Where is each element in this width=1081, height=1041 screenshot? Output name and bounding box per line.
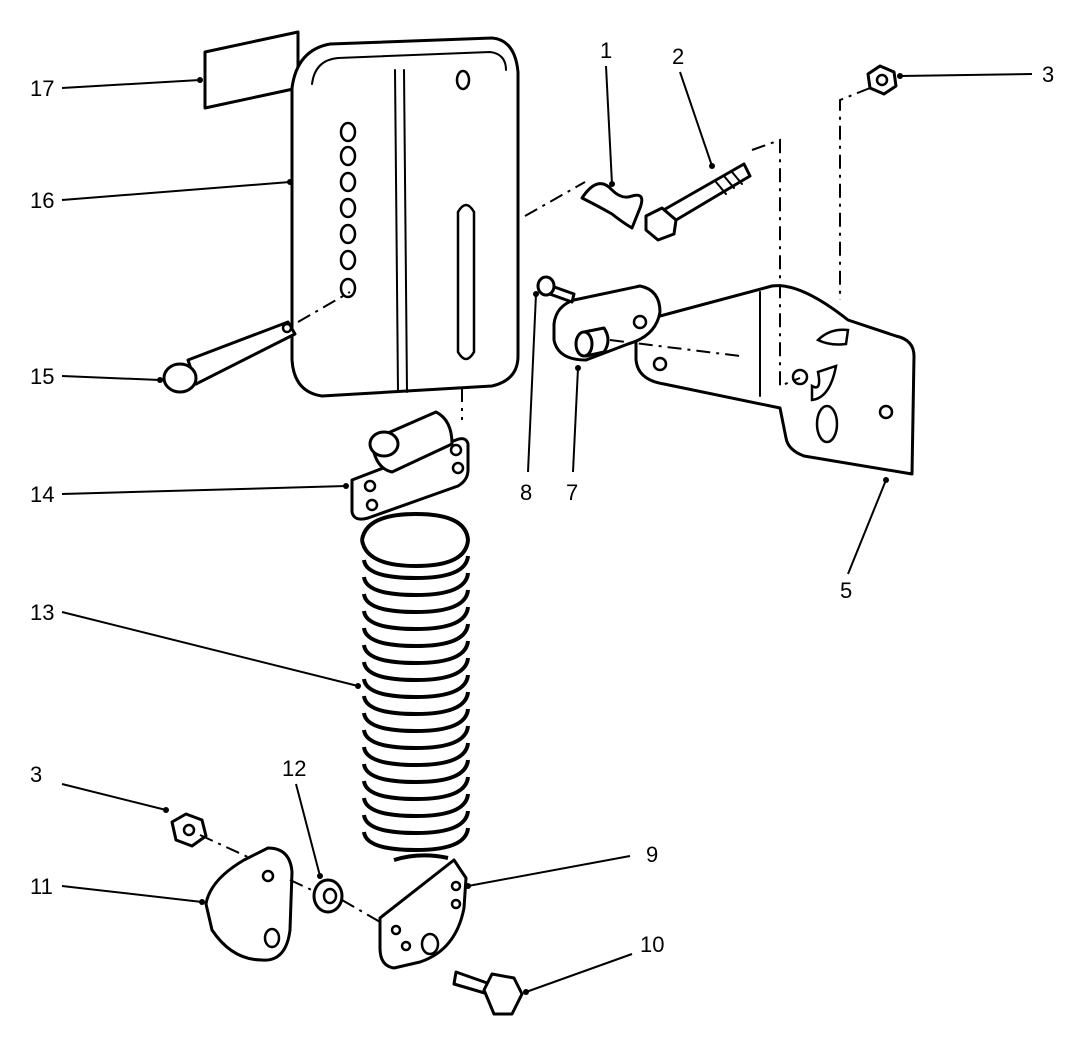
callout-12: 12 — [282, 756, 306, 781]
spring-seat-part-14 — [350, 410, 470, 521]
spring-coil — [362, 725, 470, 751]
coil-spring-part-13 — [360, 511, 471, 862]
bolt-part-2 — [644, 162, 752, 242]
spring-coil — [362, 793, 470, 819]
callout-1: 1 — [600, 38, 612, 63]
spring-coil — [362, 827, 470, 853]
spring-coil — [362, 623, 470, 649]
hairpin-clip-part-1 — [580, 182, 644, 230]
callout-5: 5 — [840, 578, 852, 603]
callout-16: 16 — [30, 188, 54, 213]
spring-coil — [362, 810, 470, 836]
decal-part-17 — [203, 30, 300, 110]
callout-14: 14 — [30, 482, 54, 507]
callout-3-top: 3 — [1042, 62, 1054, 87]
callout-labels: 17 16 15 14 13 3 12 11 1 2 3 5 8 7 9 10 — [30, 38, 1054, 957]
washer-part-12 — [312, 878, 344, 914]
screw-part-8 — [536, 275, 576, 304]
nut-part-3-bottom — [170, 812, 208, 848]
callout-3-bottom: 3 — [30, 762, 42, 787]
spring-coil — [362, 589, 470, 615]
spring-coil — [362, 572, 470, 598]
callout-11: 11 — [30, 874, 53, 899]
callout-10: 10 — [640, 932, 664, 957]
spring-coil — [362, 674, 470, 700]
spring-coil — [362, 708, 470, 734]
spring-coil — [362, 776, 470, 802]
nut-part-3-top — [866, 64, 898, 96]
spring-coil — [362, 555, 470, 581]
leader-lines — [61, 65, 1033, 995]
callout-9: 9 — [646, 842, 658, 867]
square-tube-part-16 — [290, 36, 520, 398]
spring-coil — [362, 691, 470, 717]
callout-15: 15 — [30, 364, 54, 389]
spring-coil — [362, 759, 470, 785]
pin-part-15 — [162, 320, 297, 394]
bracket-part-5 — [634, 284, 916, 476]
spring-coil — [362, 657, 470, 683]
callout-13: 13 — [30, 600, 54, 625]
spring-coil — [362, 606, 470, 632]
bolt-part-10 — [452, 970, 524, 1016]
spring-coil — [362, 640, 470, 666]
callout-17: 17 — [30, 76, 54, 101]
assembly-centerlines — [199, 87, 871, 923]
lower-bracket-part-9 — [378, 858, 468, 970]
callout-7: 7 — [566, 480, 578, 505]
stud-plate-part-7 — [552, 284, 662, 362]
callout-8: 8 — [520, 480, 532, 505]
plate-part-11 — [204, 846, 294, 962]
callout-2: 2 — [672, 44, 684, 69]
spring-coil — [362, 742, 470, 768]
